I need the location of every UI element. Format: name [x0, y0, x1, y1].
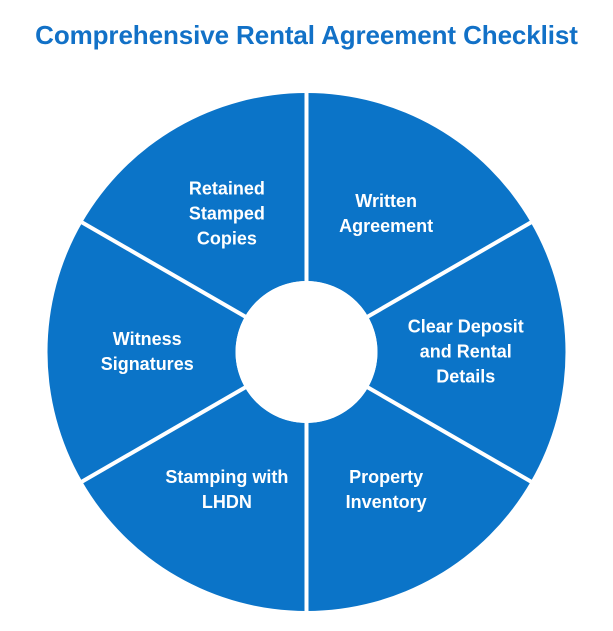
- segment-divider: [80, 384, 248, 484]
- donut-dividers: [80, 92, 533, 612]
- donut-segment[interactable]: [82, 387, 307, 611]
- donut-segment[interactable]: [367, 222, 566, 482]
- page-title: Comprehensive Rental Agreement Checklist: [35, 20, 578, 50]
- donut-segments: [47, 93, 566, 611]
- donut-segment[interactable]: [82, 93, 307, 317]
- donut-segment[interactable]: [306, 387, 531, 611]
- donut-segment[interactable]: [47, 222, 246, 482]
- segment-divider: [80, 220, 248, 320]
- donut-center-hole: [235, 281, 378, 423]
- segment-divider: [365, 220, 533, 320]
- donut-segment[interactable]: [306, 93, 531, 317]
- segment-divider: [365, 384, 533, 484]
